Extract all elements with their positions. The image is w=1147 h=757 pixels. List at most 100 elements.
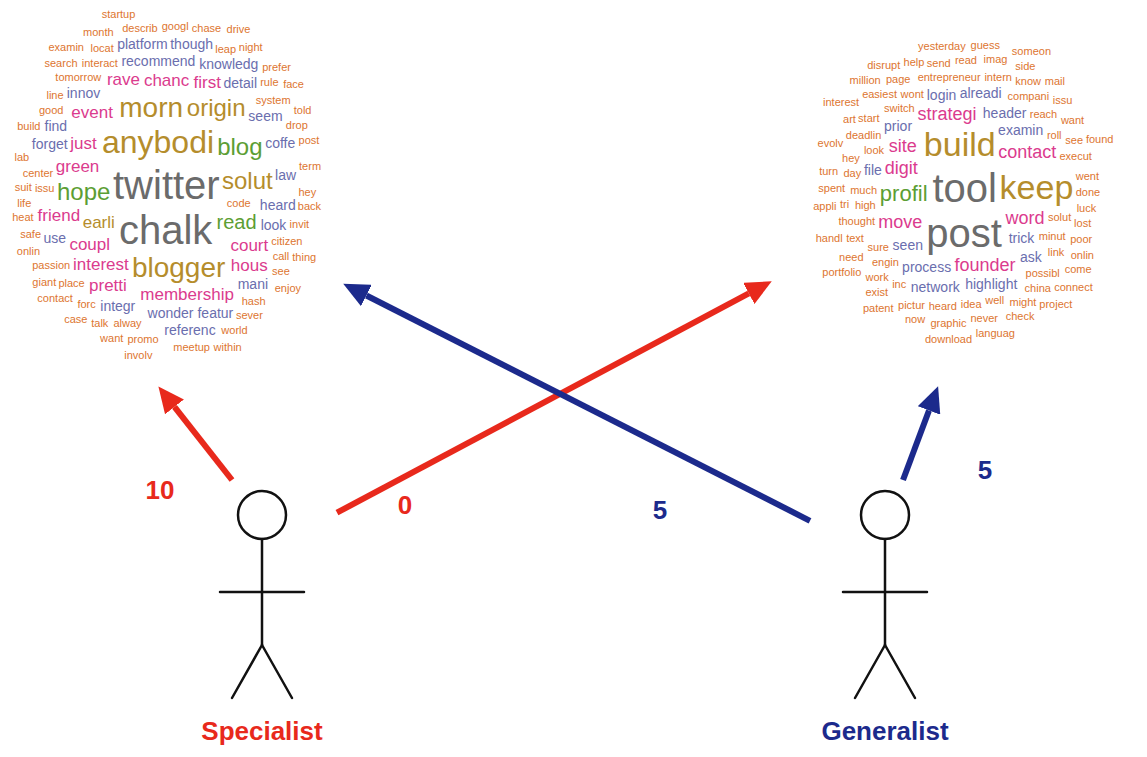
cloud-word: solut [222, 168, 273, 194]
cloud-word: onlin [1071, 249, 1094, 261]
cloud-word: promo [127, 333, 158, 345]
cloud-word: law [275, 168, 296, 183]
person-node: Specialist [187, 480, 337, 752]
cloud-word: use [43, 231, 66, 246]
figure-leg [262, 645, 292, 698]
cloud-word: term [299, 160, 321, 172]
cloud-word: heat [12, 211, 33, 223]
edge-label: 10 [143, 476, 178, 505]
cloud-word: exist [865, 286, 888, 298]
cloud-word: site [889, 137, 917, 157]
cloud-word: appli [813, 200, 836, 212]
cloud-word: onlin [17, 245, 40, 257]
cloud-word: keep [1000, 169, 1074, 206]
cloud-word: seen [893, 238, 923, 253]
role-label: Specialist [201, 716, 322, 747]
edge-label: 0 [395, 491, 415, 520]
cloud-word: want [100, 332, 123, 344]
cloud-word: earli [83, 214, 115, 233]
cloud-word: chase [192, 22, 221, 34]
cloud-word: system [256, 94, 291, 106]
cloud-word: work [866, 271, 889, 283]
cloud-word: million [850, 74, 881, 86]
cloud-word: drop [286, 119, 308, 131]
cloud-word: forget [32, 137, 68, 152]
cloud-word: call [273, 250, 290, 262]
cloud-word: safe [20, 228, 41, 240]
cloud-word: china [1025, 282, 1051, 294]
cloud-word: intern [984, 71, 1012, 83]
cloud-word: examin [48, 41, 83, 53]
cloud-word: possibl [1026, 267, 1060, 279]
cloud-word: coffe [265, 136, 295, 151]
cloud-word: highlight [965, 277, 1017, 292]
cloud-word: link [1048, 246, 1065, 258]
cloud-word: back [298, 200, 321, 212]
cloud-word: lab [15, 151, 30, 163]
cloud-word: told [294, 104, 312, 116]
cloud-word: hey [298, 186, 316, 198]
cloud-word: solut [1048, 211, 1071, 223]
cloud-word: contact [37, 292, 72, 304]
cloud-word: heard [929, 300, 957, 312]
cloud-word: prior [884, 119, 912, 134]
cloud-word: prefer [262, 61, 291, 73]
cloud-word: ask [1020, 250, 1042, 265]
cloud-word: disrupt [867, 59, 900, 71]
cloud-word: read [955, 54, 977, 66]
cloud-word: wonder [148, 306, 194, 321]
cloud-word: compani [1008, 90, 1050, 102]
cloud-word: chalk [119, 208, 212, 252]
cloud-word: roll [1047, 129, 1062, 141]
cloud-word: word [1005, 209, 1044, 229]
cloud-word: day [843, 167, 861, 179]
cloud-word: hope [57, 179, 110, 205]
cloud-word: look [261, 218, 287, 233]
cloud-word: idea [961, 298, 982, 310]
cloud-word: yesterday [918, 40, 966, 52]
cloud-word: talk [91, 317, 108, 329]
figure-arms [220, 591, 304, 594]
cloud-word: luck [1077, 202, 1097, 214]
cloud-word: wont [901, 88, 924, 100]
cloud-word: art [843, 113, 856, 125]
cloud-word: never [970, 312, 998, 324]
cloud-word: event [71, 104, 113, 123]
cloud-word: went [1076, 170, 1099, 182]
cloud-word: center [23, 167, 54, 179]
arrow-connector [174, 407, 232, 480]
cloud-word: platform [117, 37, 168, 52]
cloud-word: check [1006, 310, 1035, 322]
cloud-word: connect [1054, 281, 1093, 293]
cloud-word: alreadi [960, 86, 1002, 101]
cloud-word: switch [884, 102, 915, 114]
figure-arms [843, 591, 927, 594]
cloud-word: interest [823, 96, 859, 108]
cloud-word: blogger [132, 253, 225, 284]
cloud-word: tool [933, 166, 998, 210]
cloud-word: header [983, 106, 1027, 121]
cloud-word: enjoy [275, 282, 301, 294]
cloud-word: start [858, 112, 879, 124]
person-node: Generalist [810, 480, 960, 752]
cloud-word: execut [1059, 150, 1091, 162]
cloud-word: good [39, 104, 63, 116]
cloud-word: process [902, 260, 951, 275]
cloud-word: find [45, 119, 68, 134]
cloud-word: giant [32, 276, 56, 288]
cloud-word: spent [818, 182, 845, 194]
cloud-word: examin [998, 123, 1043, 138]
cloud-word: read [217, 211, 257, 233]
cloud-word: tri [840, 198, 849, 210]
cloud-word: involv [124, 349, 152, 361]
cloud-word: download [925, 333, 972, 345]
cloud-word: seem [248, 109, 282, 124]
cloud-word: court [230, 237, 268, 256]
cloud-word: heard [260, 198, 296, 213]
cloud-word: send [927, 57, 951, 69]
cloud-word: rule [260, 76, 278, 88]
cloud-word: languag [976, 327, 1015, 339]
cloud-word: need [839, 251, 863, 263]
cloud-word: high [855, 199, 876, 211]
cloud-word: twitter [113, 163, 220, 207]
